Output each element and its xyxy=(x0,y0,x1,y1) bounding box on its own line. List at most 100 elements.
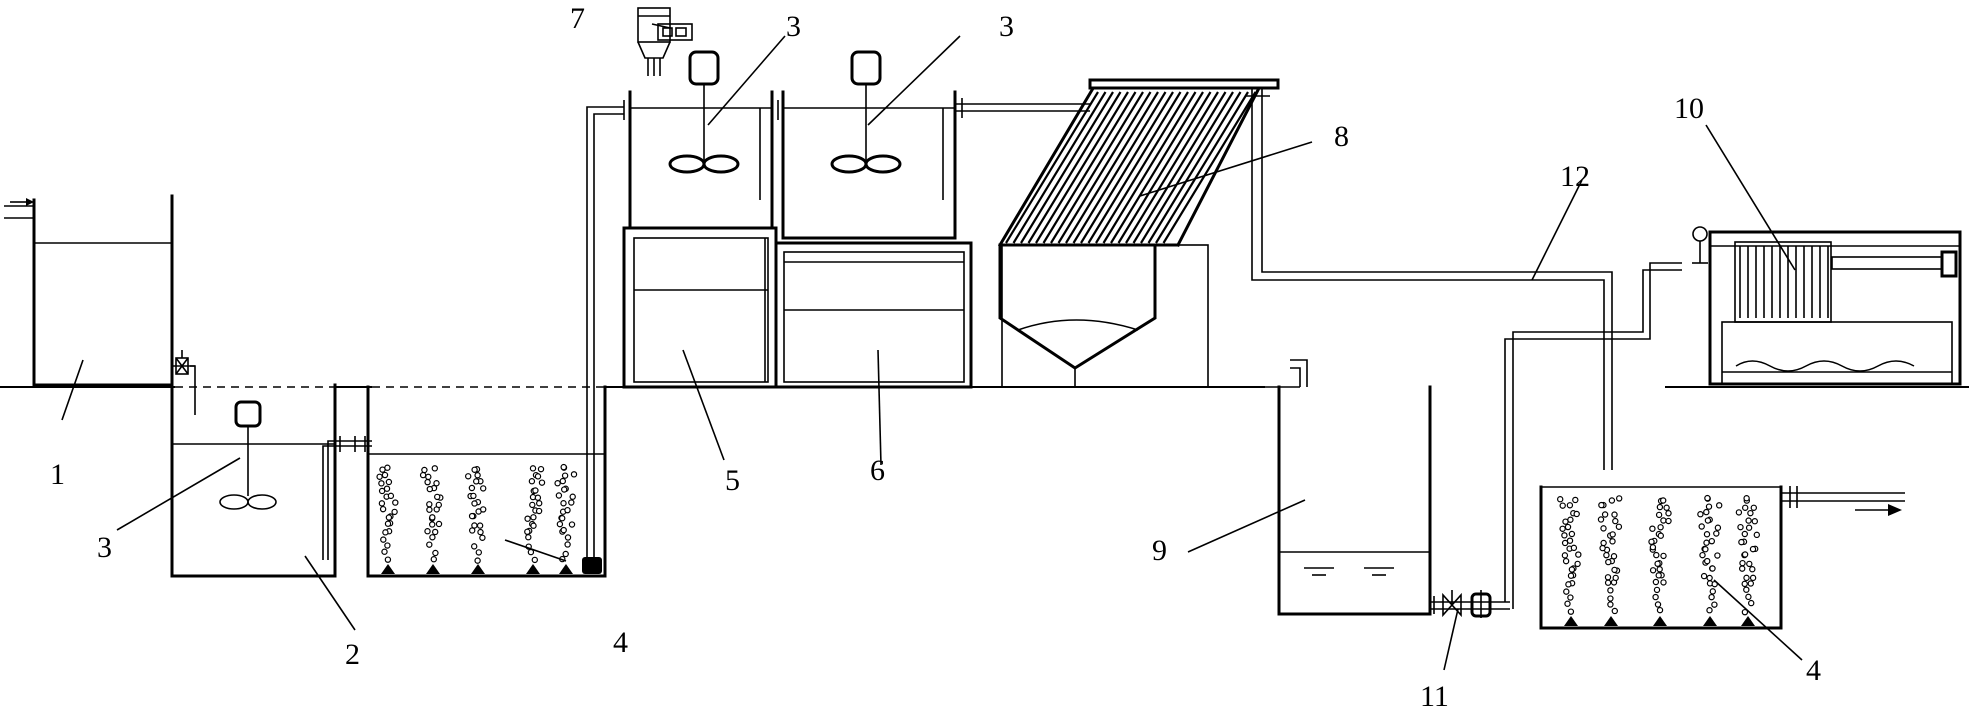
air-bubble xyxy=(1745,524,1753,531)
air-bubble xyxy=(1743,495,1750,502)
inclined-plate xyxy=(1042,91,1137,244)
air-bubble xyxy=(1665,510,1672,517)
air-bubble xyxy=(1605,558,1612,566)
air-bubble xyxy=(383,485,391,492)
air-bubble xyxy=(1561,552,1569,559)
air-bubble xyxy=(469,527,476,534)
diffuser-icon xyxy=(426,564,440,574)
air-bubble xyxy=(560,526,567,534)
air-bubble xyxy=(1747,509,1754,517)
air-bubble xyxy=(1607,595,1614,602)
air-bubble xyxy=(1713,530,1720,537)
inclined-plate xyxy=(1117,91,1212,244)
support-frame-6 xyxy=(774,241,973,389)
air-bubble xyxy=(421,466,428,474)
air-bubble xyxy=(471,500,478,507)
air-bubble xyxy=(559,477,567,485)
air-bubble xyxy=(1559,502,1566,509)
diffuser-icon xyxy=(1653,616,1667,626)
air-bubble xyxy=(1597,516,1605,523)
air-bubble xyxy=(560,463,567,471)
air-bubble xyxy=(568,521,576,528)
air-bubble xyxy=(480,485,487,492)
air-bubble xyxy=(1704,494,1711,502)
air-bubble xyxy=(382,529,389,536)
air-bubble xyxy=(385,514,393,521)
air-bubble xyxy=(474,472,481,479)
air-bubble xyxy=(564,534,572,541)
air-bubble xyxy=(1747,599,1755,607)
air-bubble xyxy=(1749,545,1757,553)
inclined-plate xyxy=(1050,91,1144,244)
air-bubble xyxy=(1741,530,1749,538)
air-bubble xyxy=(1563,588,1570,595)
air-bubble xyxy=(1566,502,1574,509)
air-bubble xyxy=(537,465,545,473)
air-bubble xyxy=(470,492,477,500)
air-bubble xyxy=(1564,523,1572,531)
air-bubble xyxy=(534,494,542,501)
inclined-plate xyxy=(1095,91,1189,244)
air-bubble xyxy=(1612,574,1619,582)
air-bubble xyxy=(1611,511,1618,518)
inclined-plate xyxy=(1087,91,1182,244)
air-bubble xyxy=(479,534,486,541)
pipe-to-filter-press xyxy=(1504,226,1708,609)
air-bubble xyxy=(1567,516,1574,523)
air-bubble xyxy=(529,465,537,472)
diffuser-icon xyxy=(471,564,485,574)
diffuser-icon xyxy=(1564,616,1578,626)
air-bubble xyxy=(1743,574,1750,582)
air-bubble xyxy=(1702,546,1709,553)
air-bubble xyxy=(1749,566,1756,573)
air-bubble xyxy=(1739,559,1746,567)
air-bubble xyxy=(1703,539,1710,546)
air-bubble xyxy=(1741,504,1749,511)
air-bubble xyxy=(531,556,539,564)
air-bubble xyxy=(1568,530,1576,538)
air-bubble xyxy=(1698,523,1705,530)
air-bubble xyxy=(429,534,436,541)
air-bubble xyxy=(426,485,433,493)
air-bubble xyxy=(1564,600,1571,607)
air-bubble xyxy=(1604,574,1612,581)
air-bubble xyxy=(1561,532,1568,539)
air-bubble xyxy=(424,528,431,535)
air-bubble xyxy=(1615,495,1623,502)
air-bubble xyxy=(561,472,569,479)
air-bubble xyxy=(1649,525,1656,532)
air-bubble xyxy=(1747,580,1755,587)
air-bubble xyxy=(554,480,561,487)
inclined-plate xyxy=(1140,91,1234,244)
tank-2 xyxy=(170,383,345,578)
air-bubble xyxy=(1652,593,1659,601)
air-bubble xyxy=(1741,608,1749,616)
air-bubble xyxy=(471,543,478,550)
pump-11 xyxy=(1430,590,1510,618)
air-bubble xyxy=(426,506,433,513)
air-bubble xyxy=(1746,560,1753,568)
air-bubble xyxy=(381,471,389,479)
diffuser-icon xyxy=(1741,616,1755,626)
air-bubble xyxy=(425,473,432,481)
air-bubble xyxy=(538,479,546,486)
air-bubble xyxy=(562,550,569,558)
air-bubble xyxy=(475,549,482,556)
air-bubble xyxy=(426,501,433,508)
air-bubble xyxy=(1572,496,1579,504)
air-bubble xyxy=(1653,551,1660,559)
pipe-12 xyxy=(1246,88,1613,470)
label-frame-5: 5 xyxy=(725,464,740,497)
air-bubble xyxy=(1601,511,1609,518)
label-aeration-tank-4-right: 4 xyxy=(1806,654,1821,687)
air-bubble xyxy=(1659,497,1667,504)
air-bubble xyxy=(426,541,433,548)
air-bubble xyxy=(471,466,478,473)
dosing-unit-7 xyxy=(637,7,693,76)
air-bubble xyxy=(1709,565,1716,572)
sludge-pipe xyxy=(1210,359,1308,388)
air-bubble xyxy=(564,541,571,548)
air-bubble xyxy=(1648,538,1655,546)
air-bubble xyxy=(1609,538,1616,545)
